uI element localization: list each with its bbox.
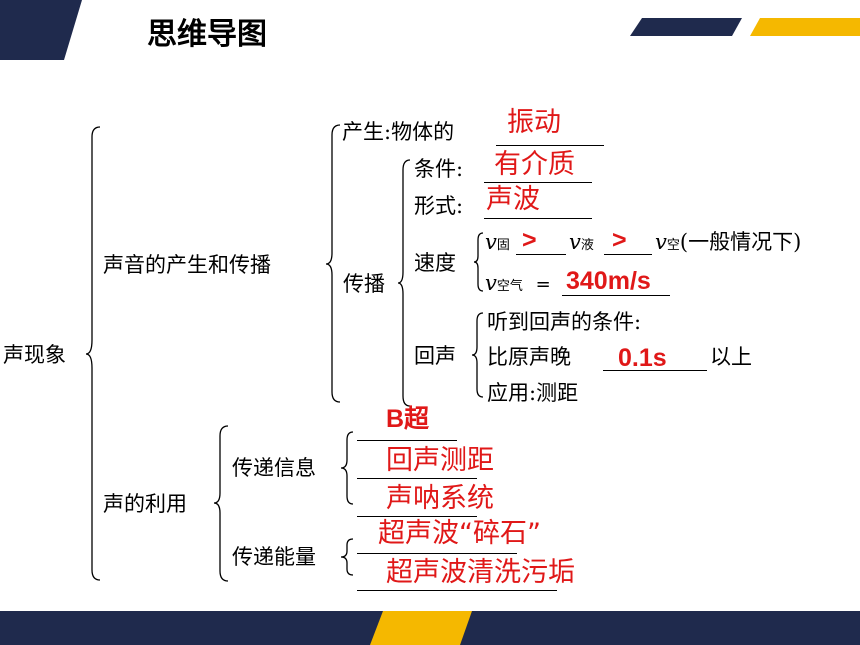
node-transmit-energy: 传递能量 [232,545,316,569]
answer-delay: 0.1s [618,344,667,372]
answer-clean: 超声波清洗污垢 [386,557,575,588]
speed-blank-2 [604,254,652,255]
node-root: 声现象 [3,343,66,367]
answer-sonar: 声呐系统 [386,483,494,514]
answer-speed: 340m/s [566,267,651,295]
produce-label: 产生:物体的 [342,120,455,144]
speed-row: v固 [485,230,510,254]
header-accent-bars [630,18,860,36]
condition-label: 条件: [414,157,464,181]
answer-sound-wave: 声波 [486,184,540,215]
condition-blank [484,182,592,183]
echo-delay-prefix: 比原声晚 [487,345,571,369]
echo-label: 回声 [414,344,456,368]
info-blank-1 [357,440,457,441]
echo-delay-blank [603,370,707,371]
echo-application: 应用:测距 [487,381,579,405]
form-label: 形式: [414,194,464,218]
speed-blank-1 [516,254,566,255]
node-sound-production-propagation: 声音的产生和传播 [103,253,271,277]
air-speed-row: v空气 = [485,271,551,295]
info-blank-3 [357,516,477,517]
info-blank-2 [357,478,477,479]
speed-label: 速度 [414,251,456,275]
energy-blank-1 [357,553,517,554]
produce-blank [496,145,604,146]
speed-air: v空(一般情况下) [655,230,802,254]
answer-vibrate: 振动 [507,107,561,138]
answer-stone: 超声波“碎石” [378,518,541,549]
echo-condition: 听到回声的条件: [487,310,642,334]
node-transmit-info: 传递信息 [232,456,316,480]
energy-blank-2 [357,590,557,591]
footer-bar [0,611,860,645]
answer-medium: 有介质 [494,149,575,180]
node-propagation: 传播 [343,272,385,296]
answer-b-ultrasound: B超 [386,405,430,433]
air-speed-blank [562,295,670,296]
answer-echo-ranging: 回声测距 [386,445,494,476]
answer-gt-2: > [612,226,627,254]
echo-delay-suffix: 以上 [710,345,752,369]
header-slant-bar-left [0,0,82,60]
answer-gt-1: > [522,226,537,254]
form-blank [484,218,592,219]
node-sound-use: 声的利用 [103,492,187,516]
speed-liquid: v液 [569,230,594,254]
page-title: 思维导图 [147,17,267,52]
